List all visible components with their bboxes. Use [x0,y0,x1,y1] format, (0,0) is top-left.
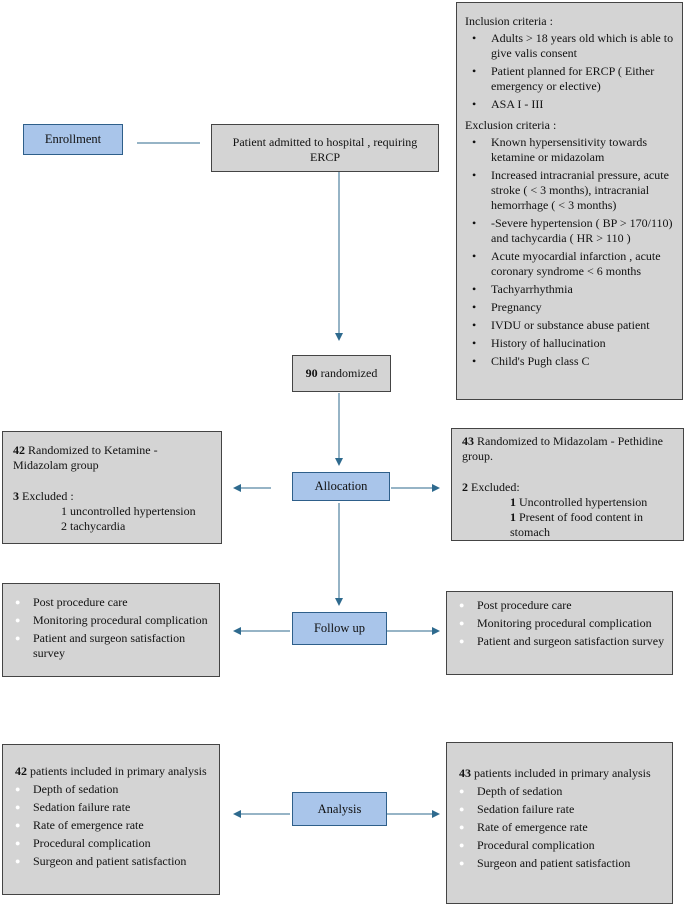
analysis-label: Analysis [292,792,387,826]
right-group-title: 43 Randomized to Midazolam - Pethidine g… [462,434,663,463]
allocation-left-box: 42 Randomized to Ketamine - Midazolam gr… [2,431,222,544]
left-excluded-reason: 1 uncontrolled hypertension [61,504,196,518]
analysis-left-box: 42 patients included in primary analysis… [2,744,220,895]
analysis-item: Rate of emergence rate [453,820,666,835]
followup-item: Patient and surgeon satisfaction survey [9,631,213,661]
exclusion-list: Known hypersensitivity towards ketamine … [465,135,674,369]
analysis-right-title: 43 patients included in primary analysis [459,766,651,780]
left-group-title: 42 Randomized to Ketamine - Midazolam gr… [13,443,158,472]
randomized-box: 90 randomized [292,355,391,392]
exclusion-item: Increased intracranial pressure, acute s… [465,168,674,213]
exclusion-item: Acute myocardial infarction , acute coro… [465,249,674,279]
enrollment-label: Enrollment [23,124,123,155]
analysis-item: Procedural complication [9,836,213,851]
exclusion-item: Child's Pugh class C [465,354,674,369]
followup-item: Monitoring procedural complication [453,616,666,631]
exclusion-item: History of hallucination [465,336,674,351]
left-excluded-title: 3 Excluded : [13,489,74,503]
followup-item: Post procedure care [453,598,666,613]
analysis-item: Surgeon and patient satisfaction [9,854,213,869]
admitted-box: Patient admitted to hospital , requiring… [211,124,439,172]
allocation-label: Allocation [292,472,390,501]
right-excluded-title: 2 Excluded: [462,480,520,494]
analysis-item: Rate of emergence rate [9,818,213,833]
followup-left-box: Post procedure care Monitoring procedura… [2,583,220,677]
exclusion-title: Exclusion criteria : [465,118,557,132]
analysis-item: Depth of sedation [453,784,666,799]
analysis-item: Surgeon and patient satisfaction [453,856,666,871]
followup-right-list: Post procedure care Monitoring procedura… [453,598,666,649]
inclusion-item: Adults > 18 years old which is able to g… [465,31,674,61]
followup-label: Follow up [292,612,387,645]
inclusion-item: ASA I - III [465,97,674,112]
analysis-item: Depth of sedation [9,782,213,797]
analysis-item: Sedation failure rate [9,800,213,815]
followup-item: Monitoring procedural complication [9,613,213,628]
analysis-item: Sedation failure rate [453,802,666,817]
left-excluded-reason: 2 tachycardia [61,519,126,533]
analysis-right-box: 43 patients included in primary analysis… [446,742,673,904]
exclusion-item: Tachyarrhythmia [465,282,674,297]
right-excluded-reason: 1 Present of food content in stomach [510,510,643,539]
analysis-left-list: Depth of sedation Sedation failure rate … [9,782,213,869]
followup-item: Patient and surgeon satisfaction survey [453,634,666,649]
exclusion-item: Pregnancy [465,300,674,315]
inclusion-list: Adults > 18 years old which is able to g… [465,31,674,112]
exclusion-item: Known hypersensitivity towards ketamine … [465,135,674,165]
inclusion-item: Patient planned for ERCP ( Either emerge… [465,64,674,94]
criteria-box: Inclusion criteria : Adults > 18 years o… [456,2,683,400]
followup-left-list: Post procedure care Monitoring procedura… [9,595,213,661]
analysis-item: Procedural complication [453,838,666,853]
analysis-left-title: 42 patients included in primary analysis [15,764,207,778]
right-excluded-reason: 1 Uncontrolled hypertension [510,495,648,509]
analysis-right-list: Depth of sedation Sedation failure rate … [453,784,666,871]
exclusion-item: -Severe hypertension ( BP > 170/110) and… [465,216,674,246]
inclusion-title: Inclusion criteria : [465,14,553,28]
allocation-right-box: 43 Randomized to Midazolam - Pethidine g… [451,428,684,541]
followup-right-box: Post procedure care Monitoring procedura… [446,591,673,675]
exclusion-item: IVDU or substance abuse patient [465,318,674,333]
followup-item: Post procedure care [9,595,213,610]
